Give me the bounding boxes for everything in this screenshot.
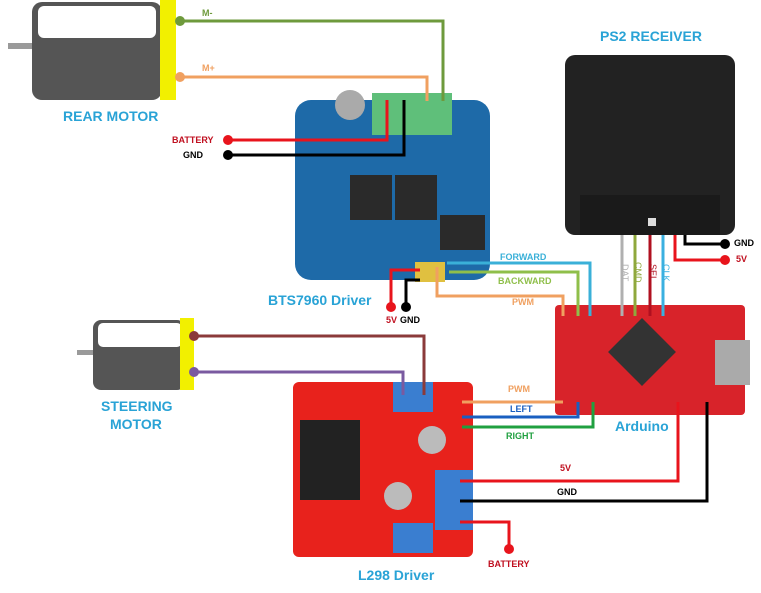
wire-ps2-gnd [683, 235, 725, 246]
label-m-minus: M- [202, 8, 213, 18]
label-bts-logic-gnd: GND [400, 315, 420, 325]
arduino-board [555, 305, 750, 415]
steer-a-dot [189, 331, 199, 341]
label-bts-gnd: GND [183, 150, 203, 160]
wire-m-minus [180, 19, 445, 101]
wire-m-plus [180, 75, 429, 101]
label-cmd: CMD [633, 262, 643, 283]
label-bts-5v: 5V [386, 315, 398, 325]
l298-driver-label: L298 Driver [358, 567, 435, 583]
wire-bts-pwm [435, 267, 565, 316]
wire-bts-gnd [228, 100, 406, 157]
label-bts-battery: BATTERY [172, 135, 214, 145]
wire-endpoints [175, 16, 730, 554]
label-ps2-gnd: GND [734, 238, 754, 248]
label-bts-pwm: PWM [512, 297, 534, 307]
label-l298-5v: 5V [560, 463, 572, 473]
motor-terminal-2 [393, 523, 433, 553]
ps2-5v-dot [720, 255, 730, 265]
driver-ic [440, 215, 485, 250]
wire-steer-b [194, 370, 405, 395]
rear-motor-label: REAR MOTOR [63, 108, 159, 124]
label-ps2-5v: 5V [736, 254, 748, 264]
wire-bts-logic-gnd [404, 278, 420, 307]
motor-highlight [98, 323, 182, 347]
label-forward: FORWARD [500, 252, 547, 262]
motor-shaft [8, 43, 36, 49]
wire-right [462, 402, 595, 429]
mosfet-2 [395, 175, 437, 220]
gnd-dot [223, 150, 233, 160]
ps2-gnd-dot [720, 239, 730, 249]
label-l298-pwm: PWM [508, 384, 530, 394]
wire-bts-5v [389, 268, 420, 307]
wires [180, 19, 725, 549]
heatsink [300, 420, 360, 500]
wire-forward [447, 261, 592, 316]
wire-left [462, 402, 580, 419]
gnd-dot [401, 302, 411, 312]
arduino-label: Arduino [615, 418, 669, 434]
label-l298-gnd: GND [557, 487, 577, 497]
mosfet-1 [350, 175, 392, 220]
motor-terminal [393, 382, 433, 412]
motor-highlight [38, 6, 156, 38]
label-m-plus: M+ [202, 63, 215, 73]
m-minus-terminal-dot [175, 16, 185, 26]
battery-dot [223, 135, 233, 145]
motor-endcap [160, 0, 176, 100]
wire-bts-battery [228, 100, 389, 142]
bts-terminal-block [372, 93, 452, 135]
label-l298-battery: BATTERY [488, 559, 530, 569]
capacitor [335, 90, 365, 120]
bts-driver-label: BTS7960 Driver [268, 292, 372, 308]
label-dat: DAT [620, 264, 630, 282]
label-right: RIGHT [506, 431, 534, 441]
label-backward: BACKWARD [498, 276, 552, 286]
steering-motor-label-2: MOTOR [110, 416, 162, 432]
label-clk: CLK [661, 264, 671, 282]
wire-l298-battery [460, 520, 511, 549]
ps2-receiver-label: PS2 RECEIVER [600, 28, 702, 44]
capacitor-2 [384, 482, 412, 510]
steer-b-dot [189, 367, 199, 377]
wire-ps2-5v [673, 235, 725, 262]
ps2-connector [580, 195, 720, 235]
label-left: LEFT [510, 404, 533, 414]
ps2-led [648, 218, 656, 226]
m-plus-terminal-dot [175, 72, 185, 82]
wire-steer-a [194, 334, 426, 395]
wire-l298-gnd [460, 402, 709, 503]
label-sel: SEL [648, 264, 658, 282]
rear-motor [8, 0, 176, 100]
steering-motor [77, 318, 194, 390]
capacitor [418, 426, 446, 454]
l298-board [293, 382, 473, 557]
motor-endcap [180, 318, 194, 390]
mcu-chip [608, 318, 676, 386]
bts7960-board [295, 90, 490, 282]
wire-l298-5v [460, 402, 680, 483]
5v-dot [386, 302, 396, 312]
motor-shaft [77, 350, 97, 355]
usb-port [715, 340, 750, 385]
wire-backward [449, 270, 580, 316]
steering-motor-label-1: STEERING [101, 398, 173, 414]
ps2-housing [565, 55, 735, 235]
ps2-receiver-body [565, 55, 735, 235]
battery-dot [504, 544, 514, 554]
